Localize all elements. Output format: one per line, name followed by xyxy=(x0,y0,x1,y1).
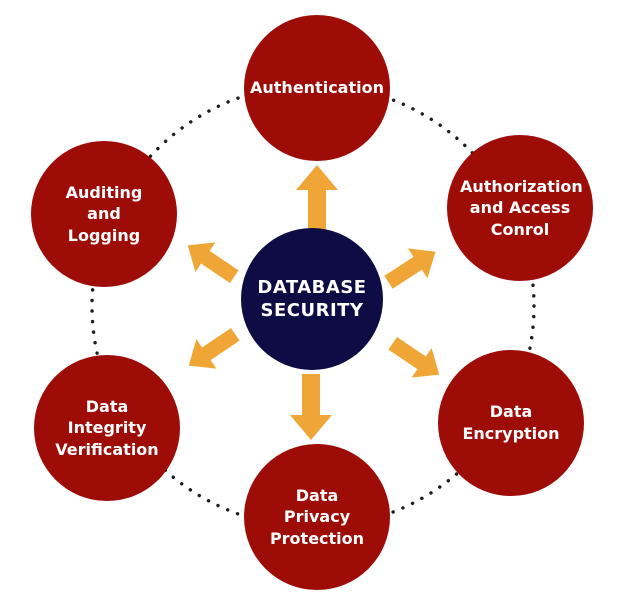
node-data-encryption-label: Data Encryption xyxy=(462,402,560,443)
node-auditing-and-logging: Auditing and Logging xyxy=(31,141,177,287)
arrow-down-icon xyxy=(290,374,332,440)
dotted-ring xyxy=(90,83,536,529)
arrow-up-icon xyxy=(296,165,338,231)
node-data-integrity-label: Data Integrity Verification xyxy=(55,396,159,459)
node-authentication: Authentication xyxy=(244,15,390,161)
node-data-privacy-protection: Data Privacy Protection xyxy=(244,444,390,590)
node-data-encryption: Data Encryption xyxy=(438,350,584,496)
center-label-line2: SECURITY xyxy=(260,300,364,321)
arrow-down-left-icon xyxy=(178,319,246,381)
center-label-line1: DATABASE xyxy=(257,276,367,298)
node-authorization-label: Authorization and Access Conrol xyxy=(460,176,583,239)
arrow-up-left-icon xyxy=(177,230,245,292)
node-authorization-and-access-control: Authorization and Access Conrol xyxy=(447,135,593,281)
center-node-database-security: DATABASE SECURITY xyxy=(241,228,383,370)
node-data-integrity-verification: Data Integrity Verification xyxy=(34,355,180,501)
arrow-up-right-icon xyxy=(378,236,446,298)
node-auditing-label: Auditing and Logging xyxy=(65,182,143,245)
node-authentication-label: Authentication xyxy=(250,78,384,98)
arrow-down-right-icon xyxy=(382,328,450,390)
node-data-privacy-label: Data Privacy Protection xyxy=(269,485,365,548)
